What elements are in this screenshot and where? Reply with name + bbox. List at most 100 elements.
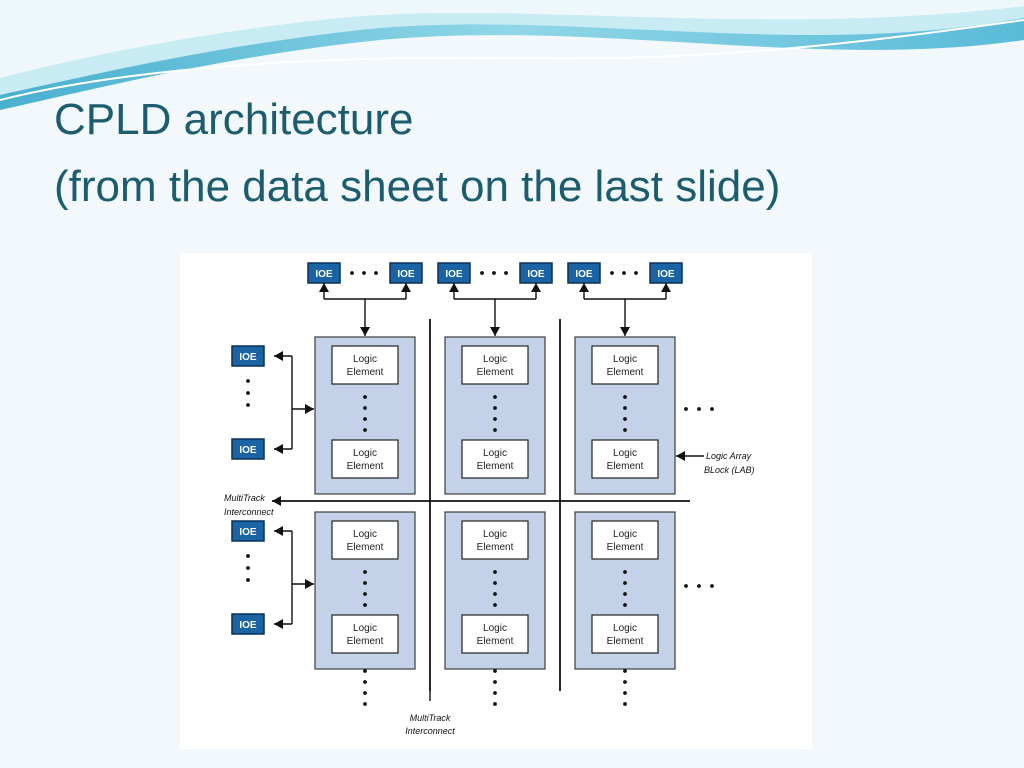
bottom-col-3-dots (623, 669, 627, 673)
row-2-right-dots (684, 584, 688, 588)
lab-r2-c1-dots (363, 592, 367, 596)
lab-r1-c2-logic-element-bottom-label-1: Logic (483, 448, 507, 459)
bottom-col-2-dots (493, 680, 497, 684)
lab-r1-c3-logic-element-top (591, 345, 659, 385)
lab-r1-c1-logic-element-bottom-label-1: Logic (353, 448, 377, 459)
bottom-col-1-dots (363, 669, 367, 673)
lab-r1-c1-dots (363, 395, 367, 399)
lab-r2-c3-logic-element-top-label-2: Element (607, 542, 644, 553)
left-ioe-r2-top (231, 520, 265, 542)
left-ioe-r1-dots (246, 403, 250, 407)
row-1-right-dots (697, 407, 701, 411)
top-ioe-1-dots (362, 271, 366, 275)
lab-r1-c3-logic-element-bottom (591, 439, 659, 479)
left-ioe-r1-dots (246, 391, 250, 395)
bottom-col-2-dots (493, 702, 497, 706)
top-ioe-2-left-arrow (449, 283, 459, 292)
lab-label-2: BLock (LAB) (704, 465, 755, 475)
lab-r2-c3-dots (623, 603, 627, 607)
top-ioe-3-down-arrow (620, 327, 630, 336)
top-ioe-3-dots (634, 271, 638, 275)
top-ioe-3-dots (622, 271, 626, 275)
left-ioe-r1-bottom-label: IOE (239, 445, 257, 456)
lab-r1-c3-dots (623, 428, 627, 432)
lab-r2-c3-logic-element-top-label-1: Logic (613, 529, 637, 540)
top-ioe-1-left-arrow (319, 283, 329, 292)
left-ioe-r2-top-label: IOE (239, 527, 257, 538)
left-ioe-r2-in-arrow (305, 579, 314, 589)
lab-r1-c2-logic-element-top-label-1: Logic (483, 354, 507, 365)
multitrack-bottom-label-2: Interconnect (405, 726, 455, 736)
lab-r1-c2-logic-element-top-label-2: Element (477, 367, 514, 378)
lab-r1-c3-dots (623, 395, 627, 399)
top-ioe-1-down-arrow (360, 327, 370, 336)
top-ioe-2-dots (480, 271, 484, 275)
bottom-col-2-dots (493, 669, 497, 673)
lab-r1-c2-dots (493, 428, 497, 432)
lab-r2-c2-logic-element-top-label-2: Element (477, 542, 514, 553)
top-ioe-1-dots (350, 271, 354, 275)
row-1-right-dots (710, 407, 714, 411)
lab-r1-c1-logic-element-bottom (331, 439, 399, 479)
header-wave-white (0, 0, 1024, 78)
top-ioe-1-right-label: IOE (397, 269, 415, 280)
lab-r2-c3-logic-element-bottom-label-2: Element (607, 636, 644, 647)
lab-r2-c2-logic-element-bottom-label-2: Element (477, 636, 514, 647)
lab-r2-c3-dots (623, 581, 627, 585)
top-ioe-2-dots (492, 271, 496, 275)
top-ioe-1-left-label: IOE (315, 269, 333, 280)
left-ioe-r2-dots (246, 554, 250, 558)
top-ioe-2-right-arrow (531, 283, 541, 292)
top-ioe-2-left-label: IOE (445, 269, 463, 280)
lab-r2-c2-logic-element-top-label-1: Logic (483, 529, 507, 540)
top-ioe-2-right-label: IOE (527, 269, 545, 280)
header-wave-line (0, 19, 1024, 101)
left-ioe-r1-top (231, 345, 265, 367)
multitrack-bottom-label-1: MultiTrack (410, 713, 451, 723)
lab-r2-c1-logic-element-top-label-2: Element (347, 542, 384, 553)
lab-r2-c1-dots (363, 581, 367, 585)
bottom-col-3-dots (623, 702, 627, 706)
lab-r2-c1-logic-element-top (331, 520, 399, 560)
multitrack-left-label-2: Interconnect (224, 507, 274, 517)
slide-title-line-1: CPLD architecture (54, 95, 414, 144)
lab-r2-c1-logic-element-bottom-label-1: Logic (353, 623, 377, 634)
top-ioe-1-right-arrow (401, 283, 411, 292)
lab-r1-c1-logic-element-top (331, 345, 399, 385)
lab-r1-c3-logic-element-bottom-label-1: Logic (613, 448, 637, 459)
top-ioe-3-left-arrow (579, 283, 589, 292)
lab-r2-c1-dots (363, 603, 367, 607)
top-ioe-3-right-label: IOE (657, 269, 675, 280)
lab-r1-c1-dots (363, 417, 367, 421)
left-ioe-r1-top-arrow (274, 351, 283, 361)
lab-r1-c1-logic-element-bottom-label-2: Element (347, 461, 384, 472)
left-ioe-r1-bottom-arrow (274, 444, 283, 454)
top-ioe-2-dots (504, 271, 508, 275)
lab-r2-c3-logic-element-top (591, 520, 659, 560)
lab-r2-c3-dots (623, 592, 627, 596)
lab-r2-c3-logic-element-bottom (591, 614, 659, 654)
left-ioe-r1-top-label: IOE (239, 352, 257, 363)
lab-r2-c2-logic-element-top (461, 520, 529, 560)
lab-r1-c3-logic-element-bottom-label-2: Element (607, 461, 644, 472)
multitrack-row-arrow (272, 496, 281, 506)
left-ioe-r2-bottom (231, 613, 265, 635)
lab-r2-c2-dots (493, 592, 497, 596)
left-ioe-r1-bottom (231, 438, 265, 460)
lab-r2-c3-dots (623, 570, 627, 574)
row-1-right-dots (684, 407, 688, 411)
lab-r2-c1-dots (363, 570, 367, 574)
top-ioe-2-down-arrow (490, 327, 500, 336)
lab-r1-c1-logic-element-top-label-1: Logic (353, 354, 377, 365)
lab-r2-c2-dots (493, 603, 497, 607)
left-ioe-r1-in-arrow (305, 404, 314, 414)
lab-r1-c1-logic-element-top-label-2: Element (347, 367, 384, 378)
row-2-right-dots (710, 584, 714, 588)
top-ioe-3-left-label: IOE (575, 269, 593, 280)
lab-r1-c3-logic-element-top-label-2: Element (607, 367, 644, 378)
lab-r1-c3-dots (623, 406, 627, 410)
top-ioe-3-right-arrow (661, 283, 671, 292)
left-ioe-r2-dots (246, 578, 250, 582)
lab-r1-c1-dots (363, 406, 367, 410)
